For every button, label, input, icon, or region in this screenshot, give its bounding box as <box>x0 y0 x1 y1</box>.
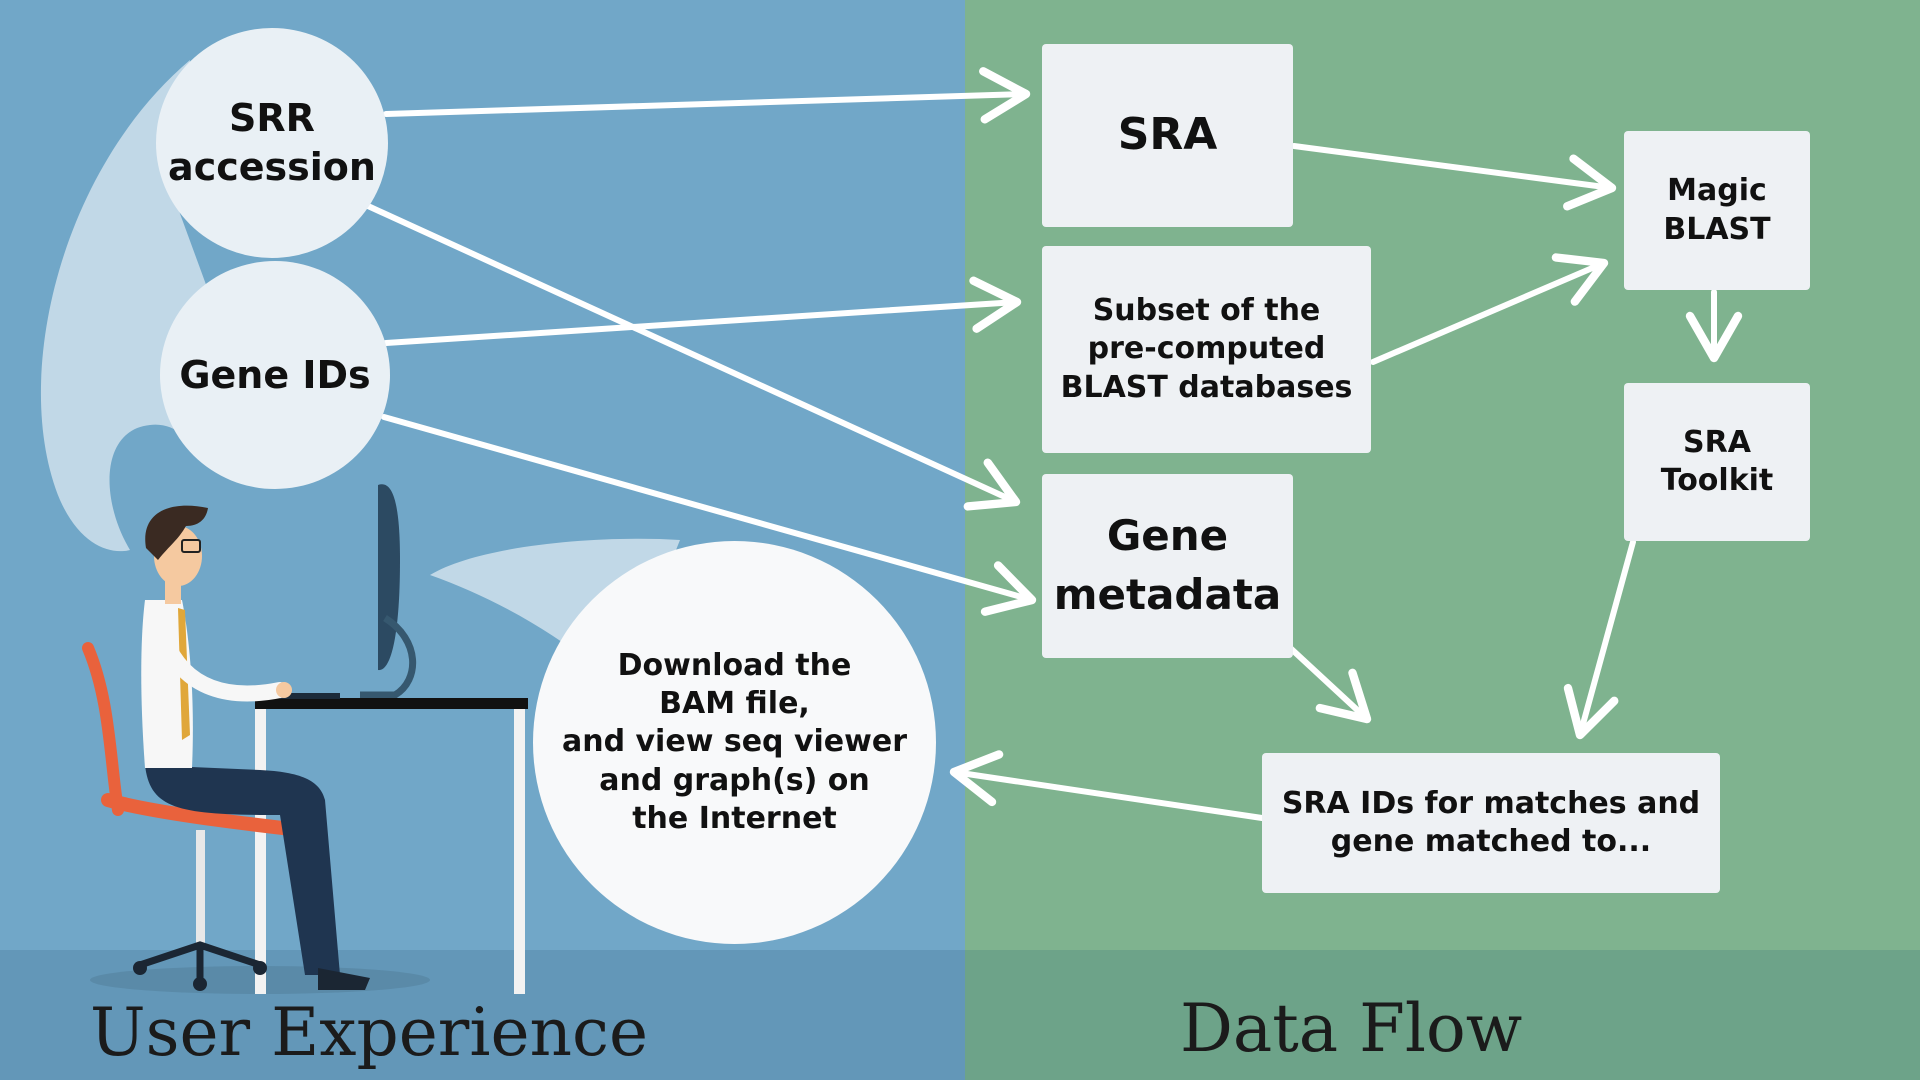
person-hair <box>145 505 208 560</box>
node-sra-toolkit: SRA Toolkit <box>1624 383 1810 541</box>
node-download: Download the BAM file, and view seq view… <box>533 541 936 944</box>
chair-wheel <box>253 961 267 975</box>
person-glasses <box>181 539 201 553</box>
node-sra-label: SRA <box>1117 109 1218 161</box>
node-gene-metadata-label: Gene metadata <box>1053 511 1282 619</box>
node-gene-ids: Gene IDs <box>160 261 390 489</box>
chair-wheel <box>133 961 147 975</box>
section-label-data-flow: Data Flow <box>1180 990 1523 1067</box>
node-sra: SRA <box>1042 44 1293 227</box>
node-magic-blast: Magic BLAST <box>1624 131 1810 290</box>
right-bottom-band <box>965 950 1920 1080</box>
person-shoe <box>318 968 370 990</box>
desk-leg-right <box>514 709 525 994</box>
arrow-toolkit-to-sraids <box>1563 539 1636 740</box>
section-label-user-experience: User Experience <box>90 994 649 1071</box>
node-blast-subset: Subset of the pre-computed BLAST databas… <box>1042 246 1371 453</box>
node-gene-ids-label: Gene IDs <box>179 352 371 397</box>
arrow-subset-to-magic <box>1370 253 1609 365</box>
node-gene-metadata: Gene metadata <box>1042 474 1293 658</box>
node-magic-blast-label: Magic BLAST <box>1663 173 1771 247</box>
desk-leg-left <box>255 709 266 994</box>
node-srr-accession: SRR accession <box>156 28 388 258</box>
node-download-label: Download the BAM file, and view seq view… <box>561 647 908 837</box>
chair-wheel <box>193 977 207 991</box>
arrow-srr-to-gene-metadata <box>365 203 1021 511</box>
person-arm <box>157 632 288 702</box>
arrows <box>365 67 1743 821</box>
person-hand <box>276 682 292 698</box>
desk-top <box>255 698 528 709</box>
arrow-sraids-to-download <box>949 750 1265 821</box>
node-sra-ids: SRA IDs for matches and gene matched to.… <box>1262 753 1720 893</box>
arrow-srr-to-sra <box>383 67 1031 124</box>
person-legs <box>145 765 340 975</box>
node-srr-accession-label: SRR accession <box>168 96 376 189</box>
arrow-geneids-to-subset <box>383 276 1022 346</box>
arrow-geneids-to-gene-metadata <box>381 414 1037 616</box>
keyboard <box>280 693 340 699</box>
node-sra-ids-label: SRA IDs for matches and gene matched to.… <box>1281 785 1701 859</box>
person-at-computer-illustration <box>82 484 528 994</box>
chair-seat <box>101 793 307 837</box>
chair-back <box>82 642 124 816</box>
monitor-stand <box>360 615 417 699</box>
arrow-sra-to-magic <box>1291 143 1617 211</box>
chair-base <box>138 941 262 982</box>
chair-post <box>196 830 205 950</box>
node-blast-subset-label: Subset of the pre-computed BLAST databas… <box>1060 292 1353 405</box>
node-sra-toolkit-label: SRA Toolkit <box>1660 424 1774 498</box>
